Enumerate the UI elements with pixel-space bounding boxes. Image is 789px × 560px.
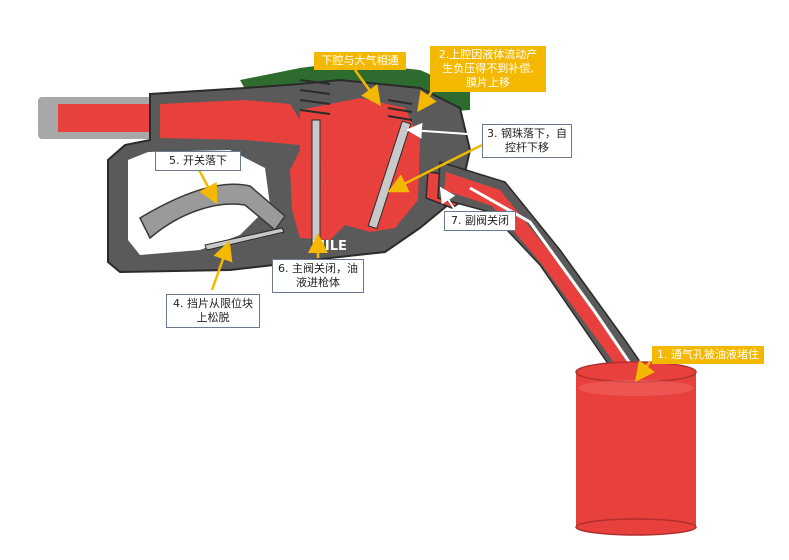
valve-chamber (300, 98, 420, 232)
leader-c8 (353, 69, 381, 107)
fuel-bucket (575, 361, 697, 536)
callout-3-steel-ball: 3. 钢珠落下，自 控杆下移 (482, 124, 572, 158)
main-valve-spring (299, 79, 331, 115)
main-valve-stem (311, 119, 321, 249)
leader-lines (196, 69, 655, 382)
fuel-channel (160, 100, 300, 145)
callout-7-secondary-valve: 7. 副阀关闭 (444, 211, 516, 231)
leader-c7 (439, 186, 456, 211)
callout-6-main-valve: 6. 主阀关闭，油 液进枪体 (272, 259, 364, 293)
leader-c5 (196, 167, 218, 205)
diaphragm-spring (387, 99, 413, 121)
callout-2-diaphragm: 2.上腔因液体流动产 生负压得不到补偿, 膜片上移 (430, 46, 546, 92)
inlet-hose (38, 97, 168, 139)
leader-c3b (387, 143, 483, 193)
callout-5-switch: 5. 开关落下 (155, 151, 241, 171)
callout-4-stop-plate: 4. 挡片从限位块 上松脱 (166, 294, 260, 328)
leader-c4 (210, 240, 233, 291)
leader-c1 (635, 360, 655, 382)
callout-1-vent-hole: 1. 通气孔被油液堵住 (652, 346, 764, 364)
callout-lower-chamber: 下腔与大气相通 (314, 52, 406, 70)
leader-c3a (406, 122, 483, 139)
